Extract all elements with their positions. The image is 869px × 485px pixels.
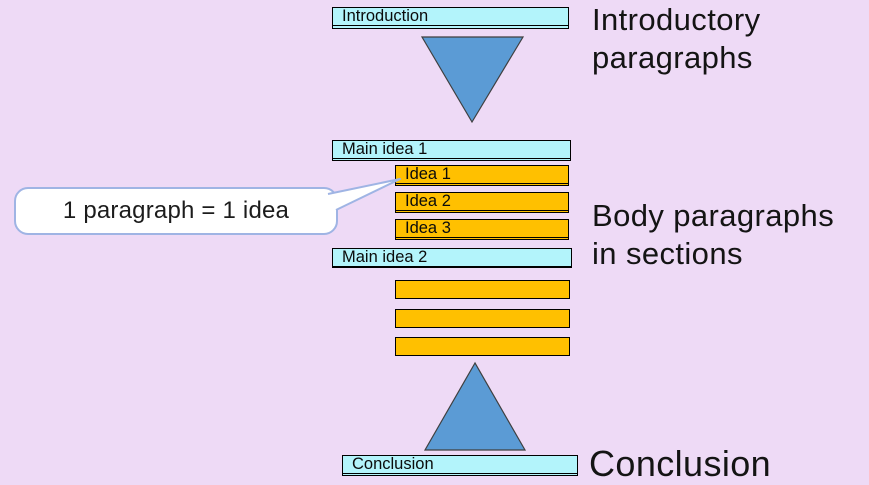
introductory-paragraphs-line1: Introductory [592,2,761,37]
idea-1-box: Idea 1 [395,165,569,186]
callout-bubble [14,178,401,235]
empty-paragraph-bar-3 [395,337,570,356]
idea-2-label: Idea 2 [396,193,568,211]
body-paragraphs-line1: Body paragraphs [592,198,835,233]
introduction-box: Introduction [332,7,569,29]
conclusion-box: Conclusion [342,455,578,476]
callout-text: 1 paragraph = 1 idea [62,197,290,224]
conclusion-label: Conclusion [589,443,772,484]
introduction-box-label: Introduction [333,8,568,26]
up-triangle-icon [423,361,527,451]
main-idea-2-box: Main idea 2 [332,248,572,268]
main-idea-1-label: Main idea 1 [333,141,570,159]
idea-3-label: Idea 3 [396,220,568,238]
idea-3-box: Idea 3 [395,219,569,240]
main-idea-1-box: Main idea 1 [332,140,571,161]
main-idea-2-label: Main idea 2 [333,249,571,267]
idea-2-box: Idea 2 [395,192,569,213]
empty-paragraph-bar-1 [395,280,570,299]
empty-paragraph-bar-2 [395,309,570,328]
introductory-paragraphs-line2: paragraphs [592,40,753,75]
conclusion-box-label: Conclusion [343,456,577,474]
introductory-paragraphs-label: Introductory paragraphs [592,1,761,77]
body-paragraphs-label: Body paragraphs in sections [592,197,834,273]
down-triangle-icon [420,36,525,124]
body-paragraphs-line2: in sections [592,236,743,271]
idea-1-label: Idea 1 [396,166,568,184]
